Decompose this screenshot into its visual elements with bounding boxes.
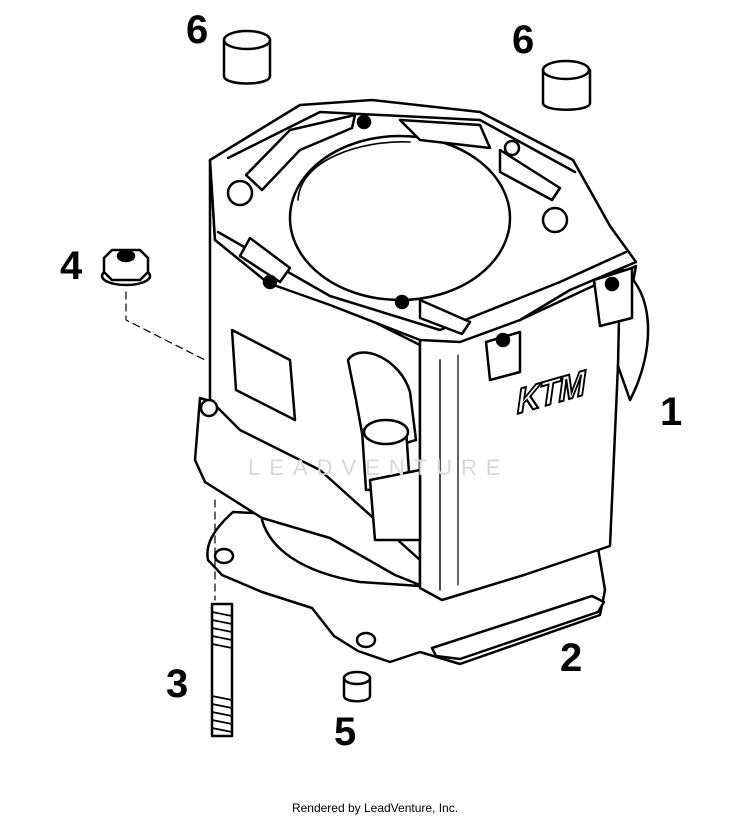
- callout-1: 1: [660, 390, 683, 434]
- cylinder-stud: [210, 602, 234, 738]
- cylinder: [193, 98, 650, 602]
- callout-6-left: 6: [186, 8, 209, 52]
- small-dowel: [342, 670, 372, 703]
- callout-2: 2: [560, 636, 583, 680]
- flange-nut: [100, 248, 152, 287]
- dowel-sleeve-left: [222, 29, 272, 85]
- callout-4: 4: [60, 244, 83, 288]
- callout-3: 3: [166, 662, 189, 706]
- dowel-sleeve-right: [541, 59, 592, 111]
- callout-5: 5: [334, 710, 357, 754]
- leader-lines: [125, 291, 216, 601]
- footer-credit: Rendered by LeadVenture, Inc.: [291, 801, 459, 815]
- watermark-text: LEADVENTURE: [248, 455, 510, 480]
- callout-6-right: 6: [512, 18, 535, 62]
